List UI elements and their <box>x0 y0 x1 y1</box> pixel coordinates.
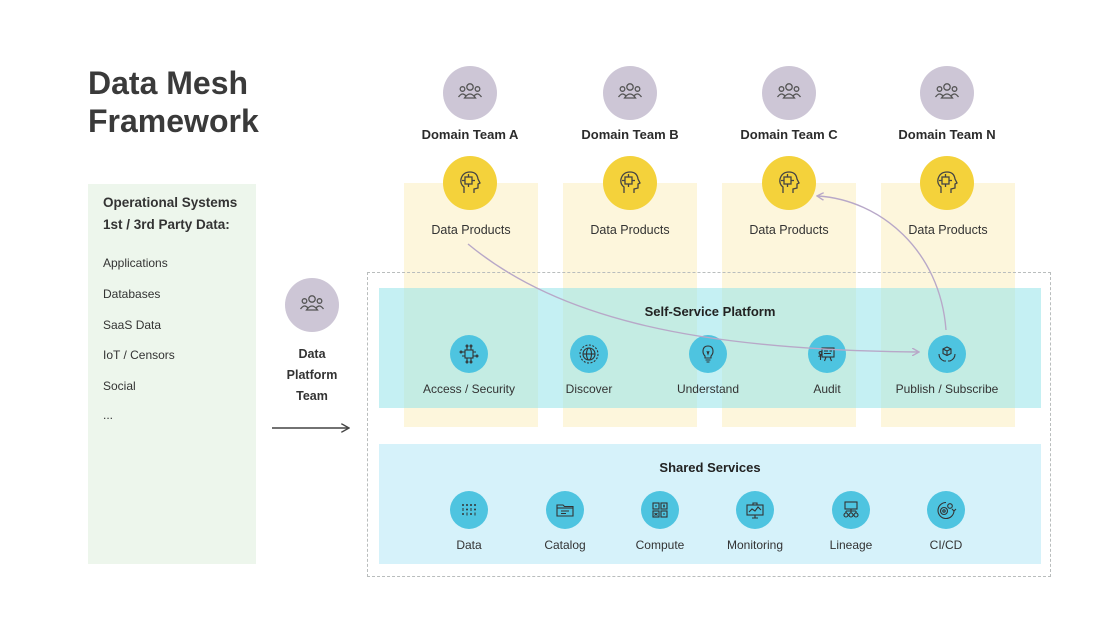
ops-item-social: Social <box>103 379 136 393</box>
operational-systems-panel <box>88 184 256 564</box>
lightbulb-icon <box>689 335 727 373</box>
data-products-label-b: Data Products <box>590 223 670 237</box>
binary-data-icon <box>450 491 488 529</box>
compute-grid-icon <box>641 491 679 529</box>
shared-label-data: Data <box>456 538 482 552</box>
svc-label-understand: Understand <box>676 382 740 396</box>
ai-head-icon <box>762 156 816 210</box>
shared-services-title: Shared Services <box>659 460 761 475</box>
shared-label-catalog: Catalog <box>544 538 586 552</box>
svc-label-publish-subscribe: Publish / Subscribe <box>895 382 999 396</box>
svc-label-audit: Audit <box>813 382 841 396</box>
hands-cube-icon <box>928 335 966 373</box>
chip-icon <box>450 335 488 373</box>
self-service-platform-title: Self-Service Platform <box>644 304 776 319</box>
monitor-icon <box>736 491 774 529</box>
domain-team-n-label: Domain Team N <box>898 127 996 142</box>
data-products-label-a: Data Products <box>431 223 511 237</box>
team-icon <box>762 66 816 120</box>
platform-team-icon <box>285 278 339 332</box>
shared-label-compute: Compute <box>635 538 685 552</box>
subscribe-flow-arrow <box>818 196 947 331</box>
ops-item-more: ... <box>103 408 114 422</box>
page-title: Data Mesh Framework <box>88 64 348 140</box>
ai-head-icon <box>443 156 497 210</box>
ai-head-icon <box>603 156 657 210</box>
ai-head-icon <box>920 156 974 210</box>
domain-team-c-label: Domain Team C <box>740 127 838 142</box>
svc-label-discover: Discover <box>565 382 613 396</box>
lineage-icon <box>832 491 870 529</box>
data-platform-team-label: Data Platform Team <box>286 347 338 403</box>
cicd-gears-icon <box>927 491 965 529</box>
data-products-label-c: Data Products <box>749 223 829 237</box>
globe-icon <box>570 335 608 373</box>
ops-item-applications: Applications <box>103 256 168 270</box>
publish-flow-arrow <box>467 243 918 352</box>
ops-item-databases: Databases <box>103 287 161 301</box>
ops-item-iot: IoT / Censors <box>103 348 175 362</box>
platform-frame <box>367 272 1051 577</box>
shared-label-monitoring: Monitoring <box>726 538 784 552</box>
team-icon <box>603 66 657 120</box>
title-line-1: Data Mesh <box>88 65 249 101</box>
shared-label-cicd: CI/CD <box>929 538 963 552</box>
operational-systems-heading: Operational Systems 1st / 3rd Party Data… <box>103 195 238 232</box>
title-line-2: Framework <box>88 103 259 139</box>
team-icon <box>920 66 974 120</box>
domain-team-a-label: Domain Team A <box>421 127 519 142</box>
team-icon <box>443 66 497 120</box>
ops-item-saas-data: SaaS Data <box>103 318 162 332</box>
audit-board-icon <box>808 335 846 373</box>
data-products-label-n: Data Products <box>908 223 988 237</box>
svc-label-access-security: Access / Security <box>422 382 516 396</box>
shared-label-lineage: Lineage <box>829 538 873 552</box>
folder-icon <box>546 491 584 529</box>
domain-team-b-label: Domain Team B <box>581 127 679 142</box>
